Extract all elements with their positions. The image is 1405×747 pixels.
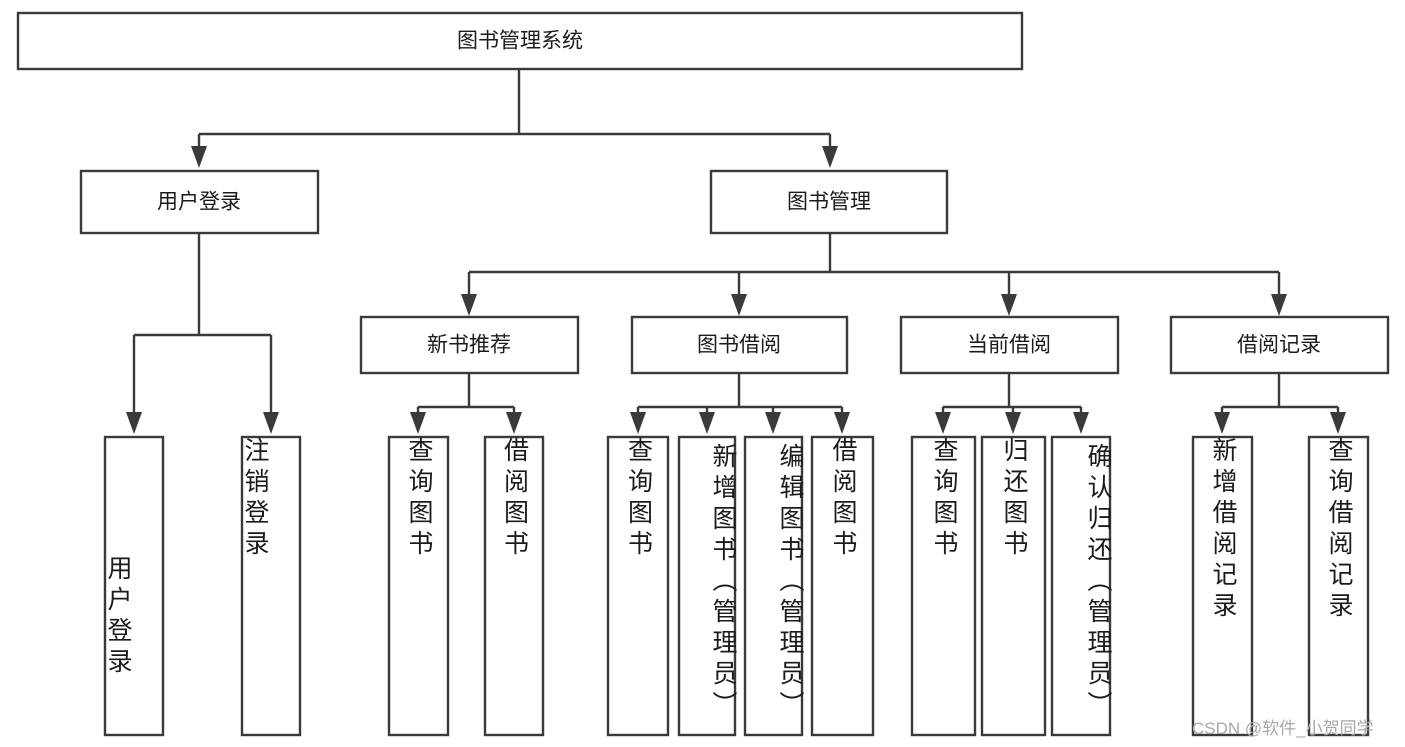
- leaf-box-current-borrow-1[interactable]: [980, 435, 1047, 737]
- node-book-management-box[interactable]: [709, 169, 949, 235]
- node-root-label: 图书管理系统: [457, 30, 583, 53]
- leaf-box-borrow-record-0[interactable]: [1191, 435, 1254, 737]
- connector-group-current-borrow: [935, 373, 1089, 434]
- leaf-box-book-borrow-3[interactable]: [810, 435, 875, 737]
- arrow-head-icon: [834, 412, 850, 434]
- leaf-box-user-login-1[interactable]: [240, 435, 302, 737]
- arrow-head-icon: [699, 412, 715, 434]
- node-new-book-recommend-label: 新书推荐: [427, 334, 511, 357]
- connector-group-book-management: [461, 233, 1287, 316]
- leaf-box-new-book-1[interactable]: [483, 435, 545, 737]
- node-book-management-label: 图书管理: [787, 191, 871, 214]
- arrow-head-icon: [263, 412, 279, 434]
- connector-group-user-login: [126, 233, 279, 434]
- leaf-box-book-borrow-1[interactable]: [677, 435, 737, 737]
- node-root-box[interactable]: [16, 11, 1024, 71]
- node-user-login-box[interactable]: [79, 169, 320, 235]
- arrow-head-icon: [126, 412, 142, 434]
- arrow-head-icon: [461, 294, 477, 316]
- leaf-box-book-borrow-0[interactable]: [606, 435, 670, 737]
- arrow-head-icon: [630, 412, 646, 434]
- leaf-box-new-book-0[interactable]: [387, 435, 450, 737]
- arrow-head-icon: [1330, 412, 1346, 434]
- node-borrow-record-box[interactable]: [1169, 315, 1390, 375]
- arrow-head-icon: [935, 412, 951, 434]
- node-book-borrow-box[interactable]: [630, 315, 849, 375]
- arrow-head-icon: [1073, 412, 1089, 434]
- leaf-box-book-borrow-2[interactable]: [743, 435, 804, 737]
- leaf-box-borrow-record-1[interactable]: [1307, 435, 1370, 737]
- watermark-text: CSDN @软件_小贺同学: [1192, 719, 1374, 738]
- arrow-head-icon: [410, 412, 426, 434]
- node-user-login-label: 用户登录: [157, 191, 241, 214]
- arrow-head-icon: [191, 146, 207, 168]
- arrow-head-icon: [731, 294, 747, 316]
- connector-group-book-borrow: [630, 373, 850, 434]
- arrow-head-icon: [822, 146, 838, 168]
- node-book-borrow-label: 图书借阅: [697, 334, 781, 357]
- arrow-head-icon: [1005, 412, 1021, 434]
- arrow-head-icon: [1001, 294, 1017, 316]
- arrow-head-icon: [1271, 294, 1287, 316]
- node-borrow-record-label: 借阅记录: [1237, 334, 1321, 357]
- connector-group-new-book: [410, 373, 522, 434]
- arrow-head-icon: [506, 412, 522, 434]
- connector-group-borrow-record: [1214, 373, 1346, 434]
- arrow-head-icon: [1214, 412, 1230, 434]
- connector-group-root: [191, 69, 838, 168]
- leaf-box-current-borrow-0[interactable]: [910, 435, 977, 737]
- node-new-book-recommend-box[interactable]: [359, 315, 580, 375]
- arrow-head-icon: [765, 412, 781, 434]
- node-current-borrow-label: 当前借阅: [967, 334, 1051, 357]
- leaf-box-current-borrow-2[interactable]: [1050, 435, 1112, 737]
- leaf-box-user-login-0[interactable]: [103, 435, 165, 737]
- node-current-borrow-box[interactable]: [899, 315, 1120, 375]
